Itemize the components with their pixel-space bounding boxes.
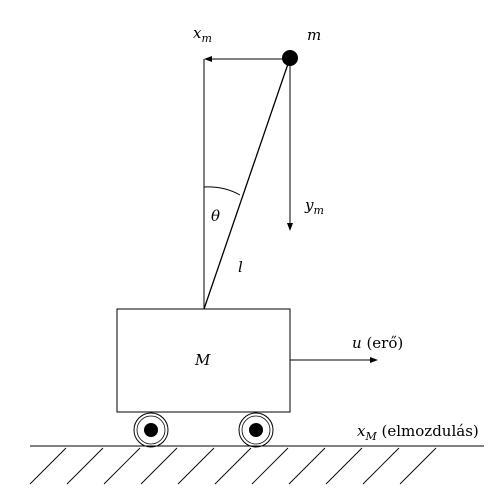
- x-m-arrow: [204, 56, 290, 62]
- theta-label: θ: [211, 207, 220, 225]
- mass-label: m: [307, 26, 321, 44]
- pendulum-mass: [282, 50, 298, 66]
- force-label: u (erő): [352, 334, 403, 352]
- rod-length-label: l: [238, 258, 243, 276]
- ground-hatching: [29, 447, 437, 485]
- wheel-right: [238, 412, 274, 448]
- pendulum-rod: [203, 57, 291, 310]
- y-m-arrow: [287, 66, 293, 231]
- force-arrow: [290, 357, 378, 363]
- y-m-label: ym: [304, 196, 324, 217]
- ground: [29, 445, 484, 485]
- theta-angle-arc: [203, 186, 241, 196]
- cart-mass-label: M: [194, 351, 211, 369]
- wheel-left: [133, 412, 169, 448]
- cart-displacement-label: xM (elmozdulás): [357, 422, 479, 443]
- x-m-label: xm: [193, 24, 212, 45]
